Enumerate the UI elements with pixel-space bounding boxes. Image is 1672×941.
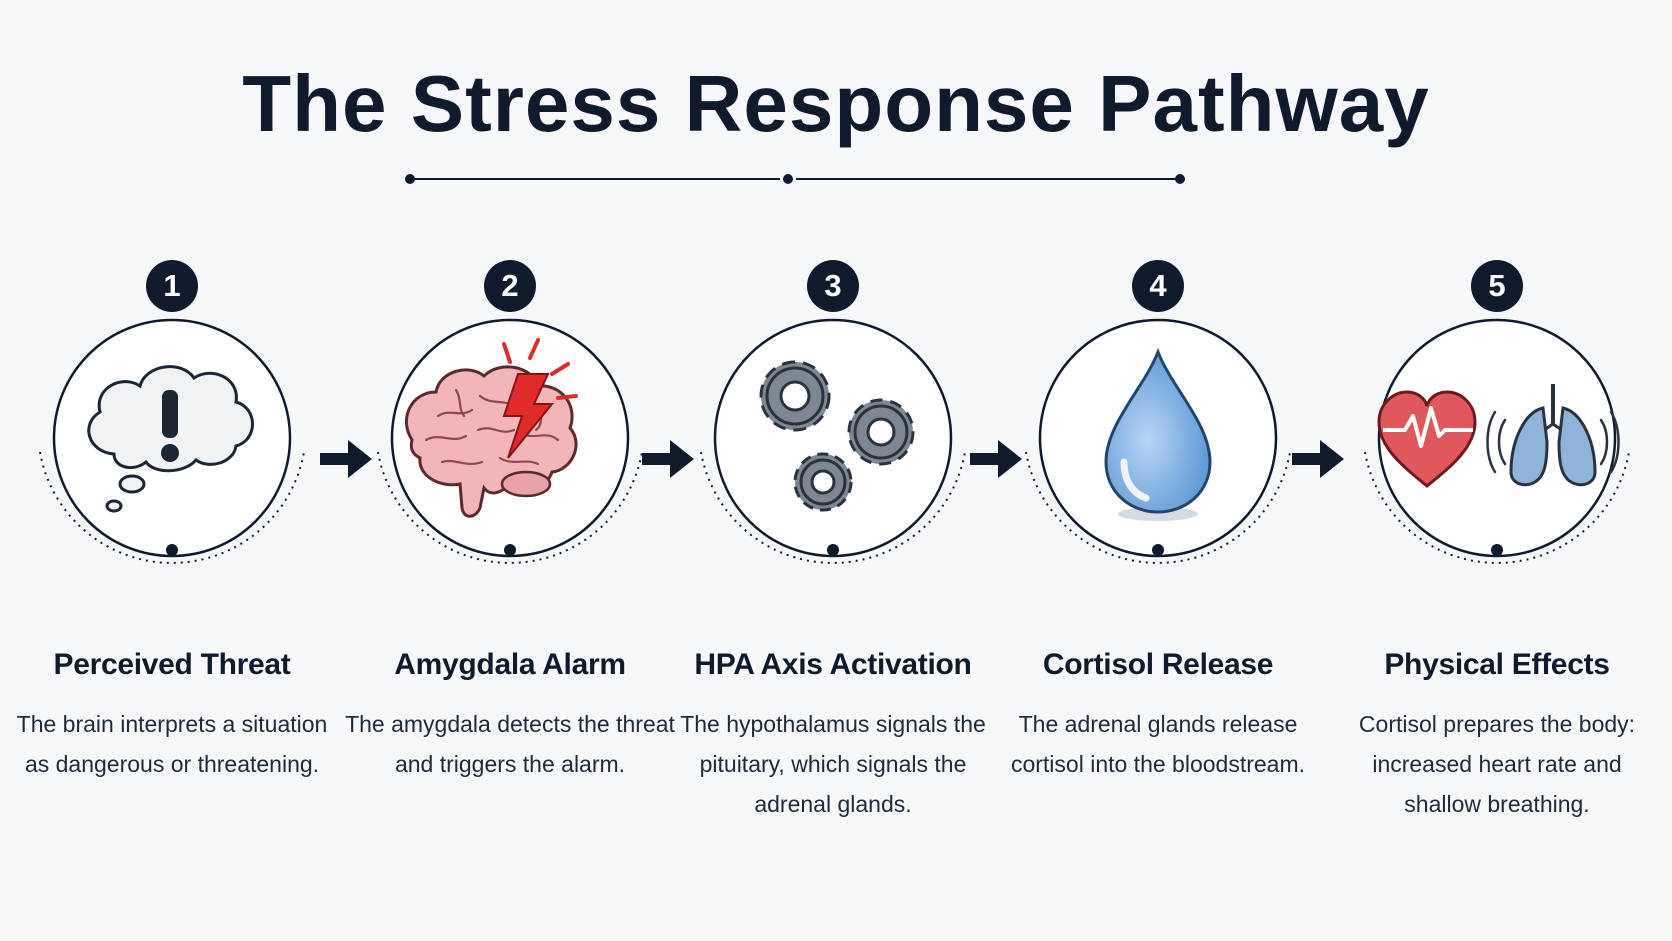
thought-cloud-exclamation-icon: [39, 318, 305, 564]
step-title: Amygdala Alarm: [394, 648, 626, 681]
step-number-badge: 1: [146, 260, 198, 312]
step-number-badge: 4: [1132, 260, 1184, 312]
step-number-badge: 5: [1471, 260, 1523, 312]
step-5-circle: [1347, 312, 1647, 602]
step-3-circle: [683, 312, 983, 602]
step-title: HPA Axis Activation: [694, 648, 972, 681]
step-description: The amygdala detects the threat and trig…: [345, 711, 675, 777]
step-title: Perceived Threat: [53, 648, 291, 681]
gear-icon: [847, 398, 915, 466]
brain-lightning-icon: [377, 318, 643, 564]
step-description: The adrenal glands release cortisol into…: [1010, 711, 1306, 777]
arrow-right-icon: [970, 440, 1022, 478]
arrow-right-icon: [1292, 440, 1344, 478]
heart-lungs-icon: [1364, 318, 1630, 564]
step-description: The hypothalamus signals the pituitary, …: [680, 711, 986, 817]
step-4-circle: [1008, 312, 1308, 602]
water-drop-icon: [1025, 318, 1291, 564]
gears-icon: [700, 318, 966, 564]
arrow-right-icon: [320, 440, 372, 478]
step-2-circle: [360, 312, 660, 602]
gear-icon: [759, 360, 831, 432]
step-number-badge: 3: [807, 260, 859, 312]
page-title: The Stress Response Pathway: [242, 59, 1430, 148]
arrow-right-icon: [642, 440, 694, 478]
step-title: Cortisol Release: [1042, 648, 1274, 681]
lungs-icon: [1486, 384, 1620, 487]
step-1-circle: [22, 312, 322, 602]
step-description: The brain interprets a situation as dang…: [16, 711, 328, 777]
step-description: Cortisol prepares the body: increased he…: [1358, 711, 1636, 817]
heart-icon: [1377, 390, 1477, 488]
step-title: Physical Effects: [1384, 648, 1610, 681]
step-number-badge: 2: [484, 260, 536, 312]
title-divider: [405, 174, 1185, 184]
gear-icon: [793, 452, 853, 512]
